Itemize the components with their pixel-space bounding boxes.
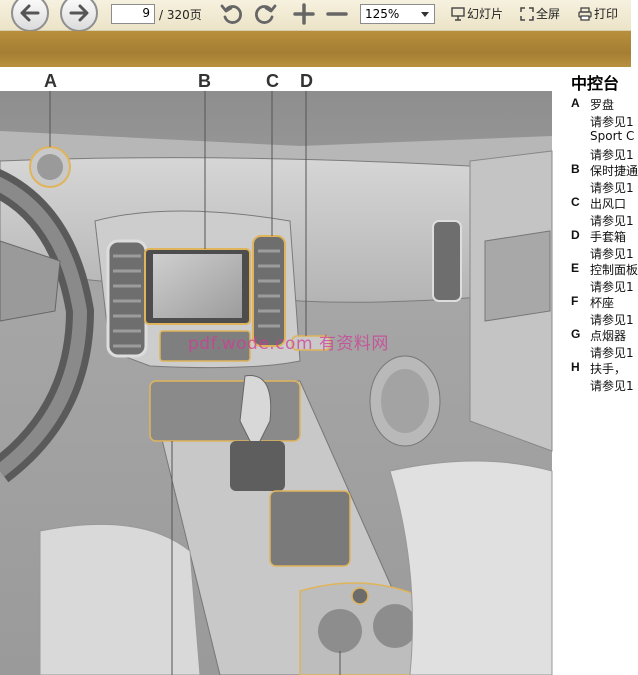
legend-letter: F bbox=[571, 294, 579, 308]
legend-row: Sport C bbox=[571, 129, 635, 146]
fullscreen-icon bbox=[520, 6, 534, 21]
callout-label: B bbox=[198, 71, 211, 91]
legend-row: 请参见1 bbox=[571, 179, 634, 196]
legend-row: F 杯座 bbox=[571, 294, 631, 311]
legend-row: 请参见1 bbox=[571, 113, 634, 130]
legend-row: 请参见1 bbox=[571, 245, 634, 262]
legend-letter: D bbox=[571, 228, 580, 242]
legend-row: A 罗盘 bbox=[571, 96, 631, 113]
legend-row: G 点烟器 bbox=[571, 327, 631, 344]
legend-text: 扶手， bbox=[590, 362, 627, 376]
slideshow-button[interactable]: 幻灯片 bbox=[451, 5, 503, 22]
zoom-value: 125% bbox=[365, 7, 400, 21]
legend-row: H 扶手， bbox=[571, 360, 631, 377]
legend-text: 保时捷通 bbox=[590, 164, 638, 178]
zoom-in-button[interactable] bbox=[291, 2, 317, 26]
rotate-ccw-icon bbox=[220, 4, 242, 24]
legend-text: 杯座 bbox=[590, 296, 615, 310]
legend-text: Sport C bbox=[590, 129, 635, 143]
legend-row: E 控制面板 bbox=[571, 261, 638, 278]
rotate-right-button[interactable] bbox=[252, 2, 278, 26]
page-total-label: / 320页 bbox=[159, 8, 202, 22]
arrow-left-icon bbox=[20, 4, 40, 22]
legend-row: D 手套箱 bbox=[571, 228, 631, 245]
printer-icon bbox=[578, 6, 592, 21]
chevron-down-icon bbox=[421, 12, 429, 17]
legend-row: 请参见1 bbox=[571, 311, 634, 328]
callout-label: A bbox=[44, 71, 57, 91]
legend-row: 请参见1 bbox=[571, 146, 634, 163]
print-button[interactable]: 打印 bbox=[578, 5, 618, 22]
zoom-select[interactable]: 125% bbox=[360, 4, 435, 24]
back-button[interactable] bbox=[11, 0, 49, 32]
legend-letter: A bbox=[571, 96, 580, 110]
legend-text: 出风口 bbox=[590, 197, 627, 211]
legend-text: 请参见1 bbox=[590, 213, 634, 228]
legend-text: 请参见1 bbox=[590, 279, 634, 294]
legend-text: 请参见1 bbox=[590, 246, 634, 261]
minus-icon bbox=[326, 12, 348, 16]
legend-text: 请参见1 bbox=[590, 180, 634, 195]
callout-label: D bbox=[300, 71, 313, 91]
document-header-band bbox=[0, 31, 631, 67]
legend-letter: G bbox=[571, 327, 581, 341]
section-title: 中控台 bbox=[571, 74, 620, 93]
print-label: 打印 bbox=[594, 7, 619, 21]
legend-letter: H bbox=[571, 360, 580, 374]
page-number-input[interactable]: 9 bbox=[111, 4, 155, 24]
arrow-right-icon bbox=[69, 4, 89, 22]
legend-letter: B bbox=[571, 162, 580, 176]
document-page: A B C D bbox=[0, 67, 638, 675]
watermark-text: pdf.wode.com 有资料网 bbox=[188, 334, 389, 354]
legend-row: B 保时捷通 bbox=[571, 162, 638, 179]
rotate-cw-icon bbox=[255, 4, 277, 24]
legend-text: 控制面板 bbox=[590, 263, 638, 277]
fullscreen-button[interactable]: 全屏 bbox=[520, 5, 560, 22]
legend-text: 手套箱 bbox=[590, 230, 627, 244]
legend-row: C 出风口 bbox=[571, 195, 631, 212]
legend-row: 请参见1 bbox=[571, 377, 634, 394]
legend-text: 请参见1 bbox=[590, 147, 634, 162]
legend-text: 请参见1 bbox=[590, 114, 634, 129]
legend-text: 罗盘 bbox=[590, 98, 615, 112]
zoom-out-button[interactable] bbox=[324, 2, 350, 26]
legend-row: 请参见1 bbox=[571, 278, 634, 295]
legend-row: 请参见1 bbox=[571, 212, 634, 229]
legend-text: 请参见1 bbox=[590, 345, 634, 360]
rotate-left-button[interactable] bbox=[219, 2, 245, 26]
legend-text: 点烟器 bbox=[590, 329, 627, 343]
fullscreen-label: 全屏 bbox=[536, 7, 561, 21]
legend-panel: 中控台 A 罗盘 请参见1 Sport C 请参见1 B 保时捷通 请参见1 C 出风… bbox=[571, 70, 638, 394]
center-console-illustration bbox=[0, 91, 553, 675]
callout-label: C bbox=[266, 71, 279, 91]
slideshow-label: 幻灯片 bbox=[467, 7, 504, 21]
legend-text: 请参见1 bbox=[590, 312, 634, 327]
slideshow-icon bbox=[451, 6, 465, 21]
legend-letter: C bbox=[571, 195, 580, 209]
legend-letter: E bbox=[571, 261, 580, 275]
plus-icon bbox=[293, 3, 315, 25]
legend-row: 请参见1 bbox=[571, 344, 634, 361]
forward-button[interactable] bbox=[60, 0, 98, 32]
legend-text: 请参见1 bbox=[590, 378, 634, 393]
pdf-toolbar: 9 / 320页 125% 幻灯片 全屏 打印 bbox=[0, 0, 631, 32]
